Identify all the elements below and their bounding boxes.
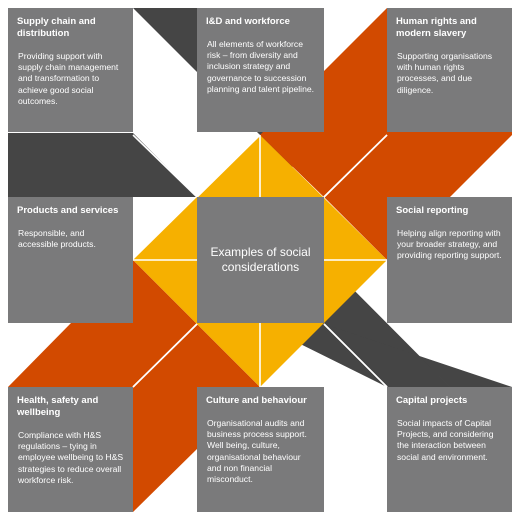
center-box: Examples of social considerations bbox=[197, 197, 324, 323]
box-title: Human rights and modern slavery bbox=[396, 16, 477, 39]
box-title: Products and services bbox=[17, 205, 119, 216]
box-body: Responsible, and accessible products. bbox=[18, 228, 96, 250]
box-capital-projects: Capital projects Social impacts of Capit… bbox=[387, 387, 512, 512]
center-title: Examples of social considerations bbox=[210, 245, 311, 274]
box-body: Supporting organisations with human righ… bbox=[397, 51, 493, 95]
box-body: All elements of workforce risk – from di… bbox=[207, 39, 315, 94]
dark-band-right bbox=[324, 324, 512, 449]
box-social-reporting: Social reporting Helping align reporting… bbox=[387, 197, 512, 323]
box-culture-behaviour: Culture and behaviour Organisational aud… bbox=[197, 387, 324, 512]
box-human-rights: Human rights and modern slavery Supporti… bbox=[387, 8, 512, 132]
orange-band-left-shoulder bbox=[8, 260, 197, 387]
box-supply-chain: Supply chain and distribution Providing … bbox=[8, 8, 133, 132]
box-title: Social reporting bbox=[396, 205, 469, 216]
box-health-safety: Health, safety and wellbeing Compliance … bbox=[8, 387, 133, 512]
box-body: Social impacts of Capital Projects, and … bbox=[397, 418, 494, 462]
dark-band-left bbox=[8, 133, 197, 197]
box-title: Culture and behaviour bbox=[206, 395, 307, 406]
box-body: Helping align reporting with your broade… bbox=[397, 228, 502, 261]
box-title: Health, safety and wellbeing bbox=[17, 395, 99, 418]
box-body: Providing support with supply chain mana… bbox=[18, 51, 119, 106]
box-body: Compliance with H&S regulations – tying … bbox=[18, 430, 124, 485]
orange-band-bottom-left bbox=[133, 324, 260, 512]
box-ide-workforce: I&D and workforce All elements of workfo… bbox=[197, 8, 324, 132]
box-products-services: Products and services Responsible, and a… bbox=[8, 197, 133, 323]
box-body: Organisational audits and business proce… bbox=[207, 418, 307, 485]
box-title: Capital projects bbox=[396, 395, 468, 406]
box-title: I&D and workforce bbox=[206, 16, 290, 27]
box-title: Supply chain and distribution bbox=[17, 16, 96, 39]
